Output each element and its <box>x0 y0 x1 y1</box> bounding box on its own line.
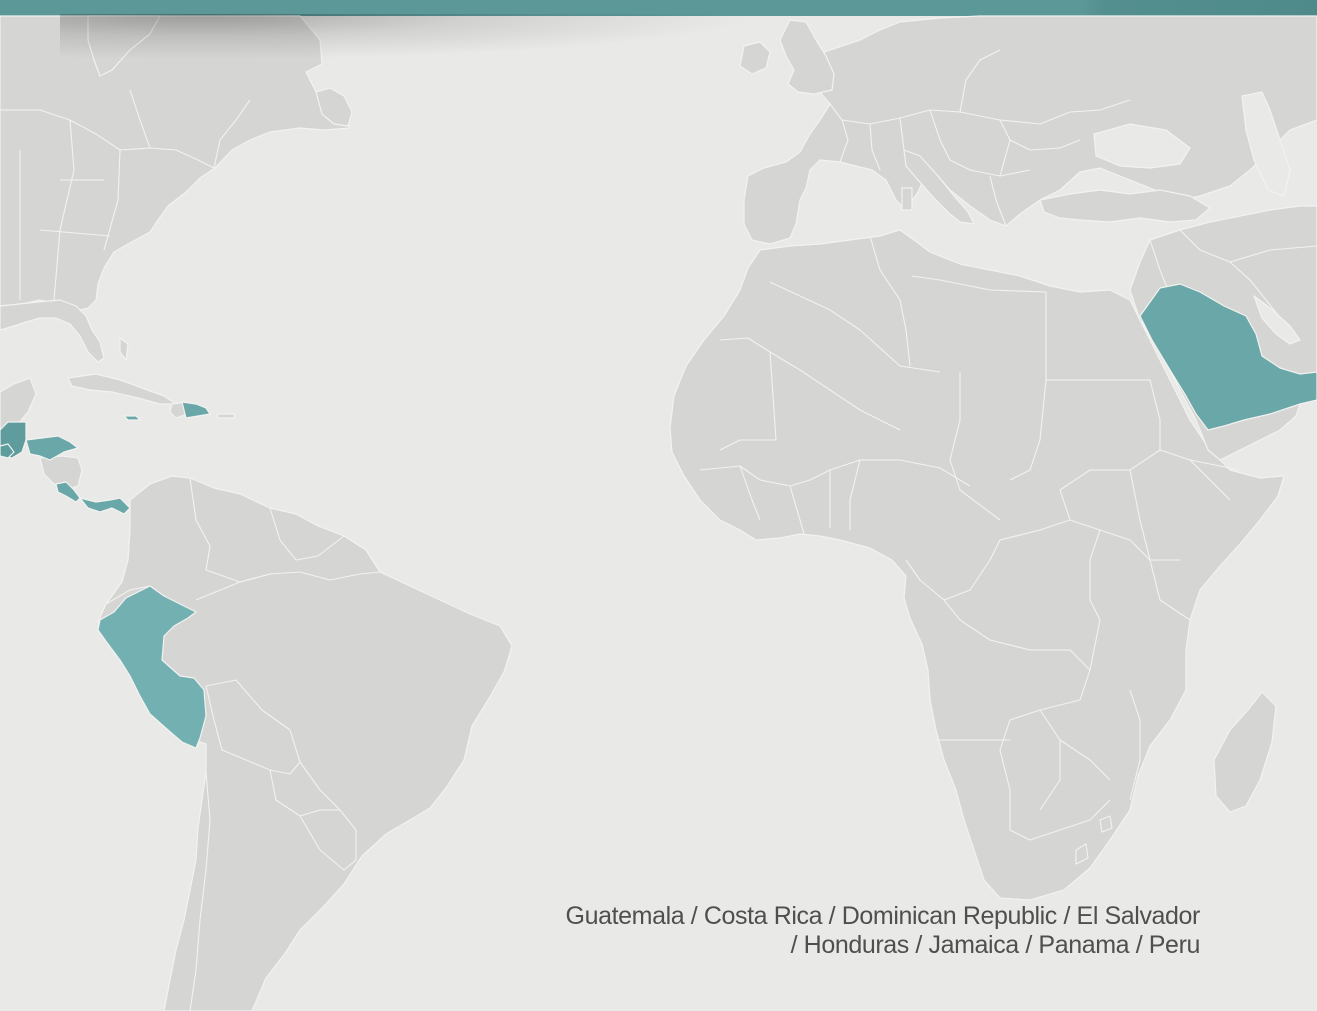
east-africa-borders <box>1089 379 1241 671</box>
bolivia-border <box>205 685 301 775</box>
country-panama[interactable] <box>79 497 131 515</box>
country-dominican-republic[interactable] <box>181 401 211 419</box>
europe <box>739 15 1317 245</box>
madagascar <box>1213 691 1277 813</box>
caspian-sea <box>1241 91 1291 197</box>
caribbean <box>67 337 235 419</box>
north-america-landmass <box>0 15 351 313</box>
europe-landmass <box>743 15 1317 245</box>
uruguay-border <box>299 815 357 871</box>
italy <box>903 149 975 225</box>
caption-line-2: / Honduras / Jamaica / Panama / Peru <box>790 931 1201 959</box>
levant-borders <box>1149 229 1317 341</box>
africa-landmass <box>669 229 1285 901</box>
west-africa-borders <box>699 459 971 535</box>
canada-provinces <box>129 89 251 169</box>
great-britain <box>779 19 835 95</box>
country-jamaica[interactable] <box>123 415 141 421</box>
ecuador-border <box>105 585 151 605</box>
newfoundland <box>315 87 353 127</box>
cuba <box>67 373 177 405</box>
black-sea <box>1093 123 1191 169</box>
florida <box>0 299 105 363</box>
southern-africa-borders <box>936 689 1141 865</box>
country-honduras[interactable] <box>25 435 79 461</box>
brazil-border <box>195 571 381 831</box>
argentina-chile-border <box>189 771 211 1011</box>
country-peru[interactable] <box>97 585 207 749</box>
turkey-landmass <box>1039 189 1211 223</box>
sardinia <box>901 187 913 211</box>
venezuela-guyana-border <box>269 507 345 561</box>
persian-gulf <box>1253 295 1301 345</box>
africa <box>669 229 1285 901</box>
north-africa-borders <box>719 235 1150 521</box>
highlighted-countries[interactable] <box>0 283 1317 749</box>
top-banner-bar <box>0 0 1317 16</box>
europe-borders <box>829 49 1131 227</box>
country-costa-rica[interactable] <box>55 481 81 503</box>
greenland-tip <box>87 15 161 77</box>
country-el-salvador[interactable] <box>0 443 15 459</box>
puerto-rico <box>217 413 235 419</box>
country-list-caption: Guatemala / Costa Rica / Dominican Repub… <box>440 902 1201 960</box>
us-states <box>19 119 121 301</box>
ireland <box>739 41 771 75</box>
bahamas <box>119 337 129 361</box>
country-saudi-arabia[interactable] <box>1139 283 1317 431</box>
central-africa-borders <box>905 449 1231 841</box>
north-america <box>0 15 353 363</box>
caption-line-1: Guatemala / Costa Rica / Dominican Repub… <box>565 902 1201 930</box>
nicaragua <box>39 455 83 491</box>
